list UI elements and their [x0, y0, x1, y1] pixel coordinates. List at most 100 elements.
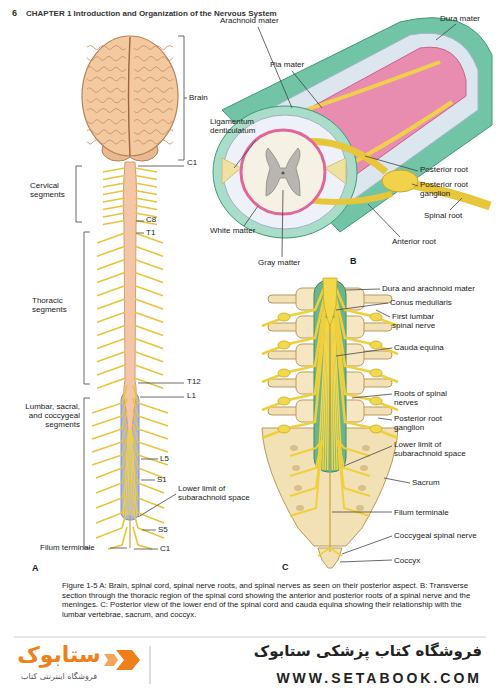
gyrus [87, 67, 126, 72]
gyrus [87, 98, 126, 103]
ganglion [278, 397, 290, 405]
leader-line [336, 303, 388, 310]
segment-label: S5 [158, 525, 178, 534]
separator [150, 646, 151, 684]
foramen [294, 485, 302, 491]
leader-line [332, 512, 392, 513]
segment-label: A [32, 563, 44, 573]
gyrus [134, 77, 173, 81]
segment-label: C8 [146, 215, 166, 224]
nerve-root [328, 318, 330, 470]
spinal-nerve [133, 385, 168, 413]
part-label: Brain [189, 93, 229, 102]
spinal-nerve [96, 510, 127, 538]
sacral-nerve [338, 440, 370, 456]
spinal-nerve [92, 424, 127, 452]
leader-line [346, 289, 380, 290]
spinal-nerve [335, 294, 398, 354]
spinal-nerve [135, 246, 163, 256]
spinal-nerve [97, 246, 125, 256]
part-label: Filum terminale [394, 508, 474, 517]
leader-line [412, 184, 418, 186]
cauda-equina [123, 430, 128, 516]
leader-line [136, 233, 144, 234]
gyri [87, 46, 173, 145]
spinal-nerve [262, 286, 325, 326]
spinal-nerve [335, 318, 398, 438]
spinal-nerves [92, 168, 168, 549]
gyrus [134, 67, 173, 72]
foramen [290, 445, 298, 451]
part-label: Posterior root ganglion [420, 180, 490, 198]
leader-line [368, 204, 400, 237]
bracket [76, 166, 82, 222]
leader-line [138, 494, 176, 517]
spinal-nerve [103, 168, 125, 172]
gyrus [87, 140, 126, 144]
part-label: White matter [210, 226, 270, 235]
cauda-equina [128, 430, 130, 516]
figure-caption: Figure 1-5 A: Brain, spinal cord, spinal… [62, 581, 478, 620]
bracket [84, 398, 90, 548]
leader-line [384, 478, 410, 483]
logo-mark [116, 650, 140, 670]
spinal-nerve [92, 437, 127, 465]
spinal-nerve [335, 310, 398, 410]
ganglion [370, 313, 382, 321]
spinal-nerve [103, 183, 125, 187]
sacral-nerve [290, 440, 322, 516]
running-head: 6 [12, 8, 26, 18]
leader-line [292, 71, 322, 108]
ganglion [370, 425, 382, 433]
spinal-nerve [97, 339, 125, 349]
spinal-nerve [92, 385, 127, 413]
gyrus [134, 56, 173, 60]
spinal-nerve [262, 302, 325, 382]
spinal-nerve [262, 294, 325, 354]
spinal-nerve [262, 310, 325, 410]
spinal-nerve [103, 176, 125, 180]
spinal-nerve [97, 365, 125, 375]
nerve-root [325, 318, 328, 470]
leader-line [136, 221, 144, 222]
watermark: WWW.SETABOOK.COM [200, 670, 482, 686]
watermark: فروشگاه اینترنتی کتاب [14, 672, 104, 681]
segment-label: T1 [146, 228, 166, 237]
gyrus [87, 77, 126, 81]
part-label: Thoracic segments [32, 296, 80, 314]
spinal-nerve [135, 259, 163, 269]
part-label: Pia mater [270, 60, 320, 69]
ganglion [278, 369, 290, 377]
spinal-nerve [97, 312, 125, 322]
gyrus [134, 46, 173, 50]
part-label: Roots of spinal nerves [394, 389, 448, 407]
spinal-nerve [103, 191, 125, 195]
segment-label: B [350, 256, 362, 266]
spinal-nerve [97, 299, 125, 309]
segment-label: C [282, 562, 294, 572]
spinal-nerve [103, 213, 125, 217]
part-label: Conus medullaris [390, 298, 490, 307]
leader-line [340, 560, 392, 562]
spinal-nerve [97, 378, 125, 388]
ganglion [370, 341, 382, 349]
logo-mark [104, 654, 118, 666]
part-label: Cauda equina [394, 343, 474, 352]
watermark: ستابوک [14, 642, 104, 667]
leader-line [184, 98, 187, 99]
part-label: Ligamentum denticulatum [210, 117, 270, 135]
brain-drawing [82, 36, 178, 161]
foramen [360, 465, 368, 471]
spinal-nerve [97, 259, 125, 269]
leader-lines [234, 24, 462, 257]
leader-line [142, 530, 156, 531]
part-label: Coccyx [394, 556, 444, 565]
part-label: Lumbar, sacral, and coccygeal segments [14, 402, 80, 430]
spinal-nerve [133, 424, 168, 452]
ganglion [382, 170, 418, 192]
part-label: Cervical segments [30, 181, 72, 199]
gyrus [87, 56, 126, 60]
foramen [292, 465, 300, 471]
spinal-nerve [103, 206, 125, 210]
